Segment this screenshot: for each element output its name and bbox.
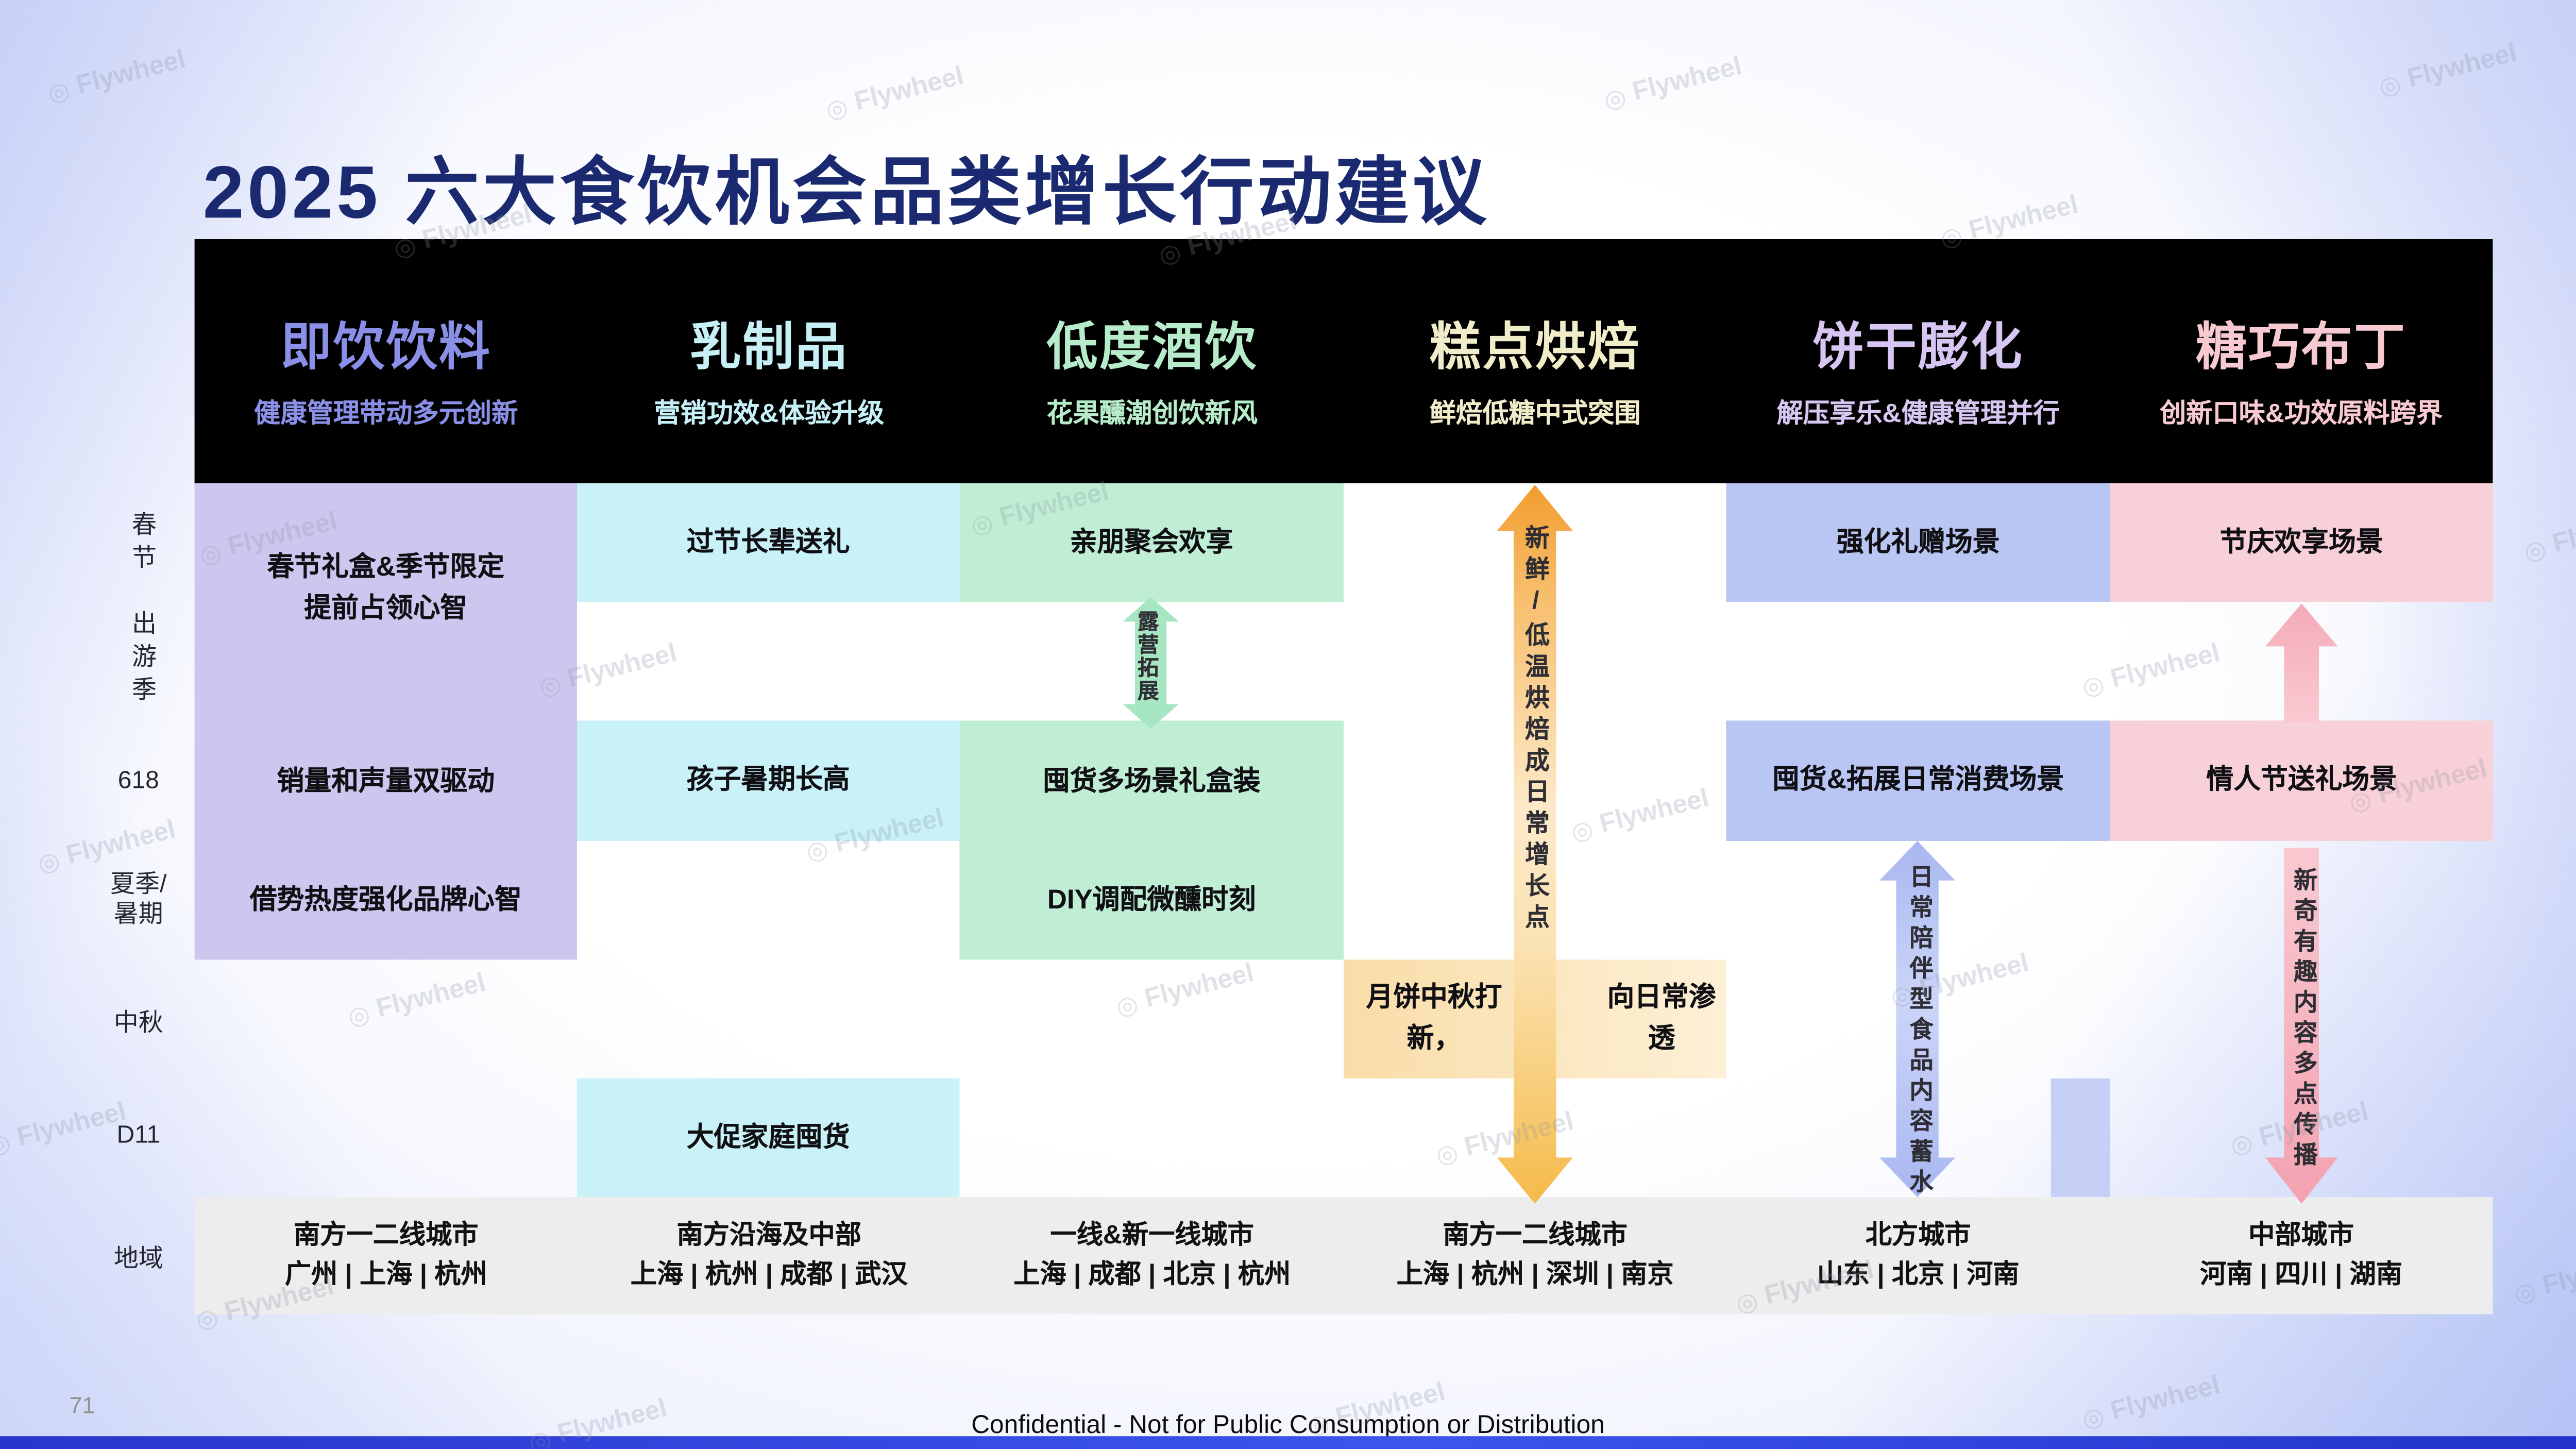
category-subtitle: 营销功效&体验升级 (654, 400, 885, 429)
category-header: 即饮饮料 健康管理带动多元创新 乳制品 营销功效&体验升级 低度酒饮 花果醺潮创… (194, 239, 2493, 483)
cell-biscuit-d11-fragment (2050, 1078, 2110, 1198)
cell-rtd-618-text: 销量和声量双驱动 (277, 767, 495, 797)
category-subtitle: 创新口味&功效原料跨界 (2160, 400, 2443, 429)
row-label-region: 地域 (113, 1245, 163, 1273)
category-rtd-drinks: 即饮饮料 健康管理带动多元创新 (195, 239, 578, 483)
cell-dairy-618: 孩子暑期长高 (577, 720, 960, 841)
category-title: 即饮饮料 (280, 318, 492, 376)
category-candy: 糖巧布丁 创新口味&功效原料跨界 (2110, 239, 2493, 483)
bakery-arrow-text: 新鲜/低温烘焙成日常增长点 (1521, 524, 1550, 935)
cell-alcohol-cny: 亲朋聚会欢享 (959, 483, 1344, 602)
bottom-accent-bar (0, 1436, 2576, 1449)
row-label-midautumn: 中秋 (113, 1009, 163, 1037)
region-bakery: 南方一二线城市 上海 | 杭州 | 深圳 | 南京 (1396, 1222, 1674, 1289)
candy-arrow-text: 新奇有趣内容多点传播 (2290, 867, 2316, 1173)
category-title: 糕点烘焙 (1429, 318, 1641, 376)
cell-biscuit-cny: 强化礼赠场景 (1726, 483, 2110, 602)
category-subtitle: 花果醺潮创饮新风 (1046, 400, 1258, 429)
row-label-travel-season: 出游季 (128, 610, 157, 709)
region-rtd: 南方一二线城市 广州 | 上海 | 杭州 (284, 1222, 487, 1289)
page-title: 2025 六大食饮机会品类增长行动建议 (202, 150, 1490, 234)
cell-dairy-d11: 大促家庭囤货 (577, 1078, 960, 1198)
category-biscuit: 饼干膨化 解压享乐&健康管理并行 (1726, 239, 2109, 483)
row-label-d11: D11 (116, 1121, 161, 1150)
cell-alcohol-618-text: 囤货多场景礼盒装 (1043, 767, 1261, 797)
category-title: 糖巧布丁 (2195, 318, 2407, 376)
row-label-summer: 夏季/ 暑期 (110, 870, 167, 929)
page-number: 71 (69, 1391, 95, 1418)
region-candy: 中部城市 河南 | 四川 | 湖南 (2200, 1222, 2402, 1289)
cell-dairy-cny: 过节长辈送礼 (577, 483, 960, 602)
category-subtitle: 鲜焙低糖中式突围 (1429, 400, 1641, 429)
cell-candy-cny: 节庆欢享场景 (2110, 483, 2493, 602)
category-subtitle: 解压享乐&健康管理并行 (1776, 400, 2060, 429)
category-dairy: 乳制品 营销功效&体验升级 (578, 239, 960, 483)
cell-rtd-cny-text: 春节礼盒&季节限定 提前占领心智 (267, 552, 505, 623)
category-bakery: 糕点烘焙 鲜焙低糖中式突围 (1344, 239, 1726, 483)
category-title: 低度酒饮 (1046, 318, 1258, 376)
cell-candy-618: 情人节送礼场景 (2110, 720, 2493, 841)
category-title: 饼干膨化 (1812, 318, 2024, 376)
cell-alcohol-block (959, 720, 1344, 960)
cell-rtd-summer-text: 借势热度强化品牌心智 (249, 885, 522, 915)
category-title: 乳制品 (690, 318, 849, 376)
row-label-618: 618 (117, 767, 159, 795)
region-dairy: 南方沿海及中部 上海 | 杭州 | 成都 | 武汉 (630, 1222, 908, 1289)
camping-arrow-text: 露营拓展 (1134, 610, 1159, 703)
row-label-cny: 春节 (128, 511, 157, 577)
category-low-alcohol: 低度酒饮 花果醺潮创饮新风 (961, 239, 1344, 483)
cell-biscuit-618: 囤货&拓展日常消费场景 (1726, 720, 2110, 841)
confidential-note: Confidential - Not for Public Consumptio… (971, 1411, 1605, 1440)
category-subtitle: 健康管理带动多元创新 (254, 400, 518, 429)
region-low-alcohol: 一线&新一线城市 上海 | 成都 | 北京 | 杭州 (1013, 1222, 1291, 1289)
biscuit-arrow-text: 日常陪伴型食品内容蓄水 (1906, 864, 1933, 1200)
cell-alcohol-summer-text: DIY调配微醺时刻 (1047, 885, 1256, 915)
region-biscuit: 北方城市 山东 | 北京 | 河南 (1817, 1222, 2020, 1289)
cell-rtd-block (194, 483, 578, 960)
region-row: 南方一二线城市 广州 | 上海 | 杭州 南方沿海及中部 上海 | 杭州 | 成… (194, 1197, 2493, 1315)
